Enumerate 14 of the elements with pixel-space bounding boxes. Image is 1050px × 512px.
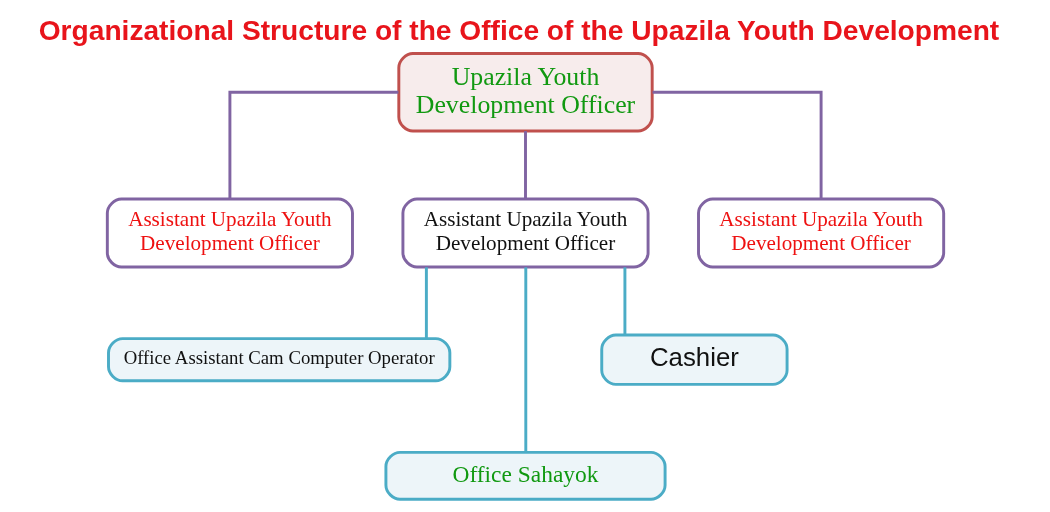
node-box: Assistant Upazila Youth Development Officer — [400, 197, 650, 269]
connector — [227, 90, 398, 199]
node-box: Office Assistant Cam Computer Operator — [106, 336, 451, 382]
node-box: Upazila Youth Development Officer — [396, 51, 654, 132]
node-box: Assistant Upazila Youth Development Officer — [105, 197, 354, 269]
connector — [622, 266, 626, 335]
connector — [523, 130, 527, 199]
connector — [424, 266, 428, 339]
node-box: Office Sahayok — [383, 450, 667, 501]
diagram-title: Organizational Structure of the Office of the Upazila Youth Development — [38, 14, 999, 46]
connector — [523, 266, 527, 452]
node-box: Assistant Upazila Youth Development Officer — [696, 197, 945, 269]
connector — [652, 90, 823, 199]
node-box: Cashier — [599, 333, 789, 386]
